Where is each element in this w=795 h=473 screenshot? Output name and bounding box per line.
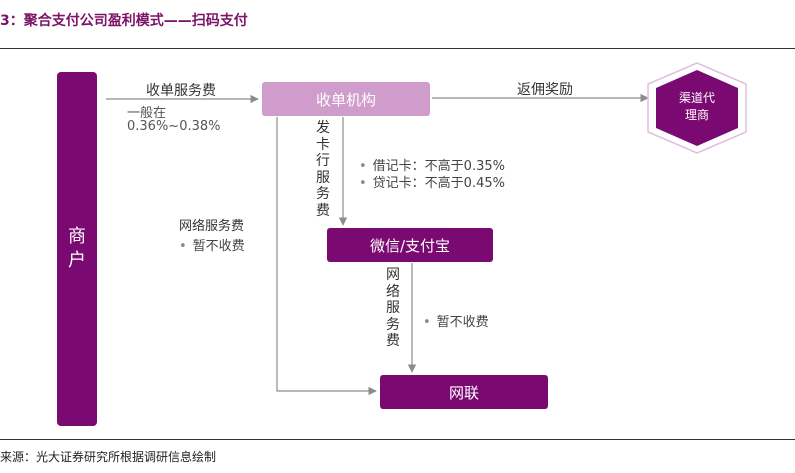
- rebate-label: 返佣奖励: [517, 82, 573, 98]
- bullet-text: 暂不收费: [436, 315, 489, 330]
- bullet-dot: •: [359, 176, 367, 191]
- network-fee-char: 络: [386, 283, 400, 300]
- network-fee-vertical-bullet: • 暂不收费: [423, 311, 489, 330]
- acquiring-fee-detail-2: 0.36%~0.38%: [127, 119, 221, 134]
- acquirer-node: 收单机构: [262, 82, 430, 116]
- agent-node-label: 渠道代 理商: [656, 90, 738, 124]
- merchant-node: 商 户: [57, 72, 97, 426]
- issuer-fee-bullet-debit: • 借记卡：不高于0.35%: [359, 155, 505, 174]
- issuer-fee-char: 费: [316, 202, 330, 219]
- bullet-text: 贷记卡：不高于0.45%: [372, 176, 505, 191]
- bullet-dot: •: [423, 315, 431, 330]
- issuer-fee-char: 务: [316, 186, 330, 202]
- source-note: 来源：光大证券研究所根据调研信息绘制: [0, 450, 217, 464]
- wechat-alipay-node: 微信/支付宝: [327, 228, 493, 262]
- figure-title: 3：聚合支付公司盈利模式——扫码支付: [0, 13, 248, 29]
- issuer-fee-vertical-label: 发 卡 行 服 务 费: [315, 120, 331, 219]
- network-fee-char: 网: [386, 267, 400, 283]
- acquiring-fee-label: 收单服务费: [146, 83, 216, 99]
- agent-label-line-1: 渠道代: [678, 91, 715, 105]
- issuer-fee-bullet-credit: • 贷记卡：不高于0.45%: [359, 172, 505, 191]
- issuer-fee-char: 服: [316, 169, 330, 186]
- acquiring-fee-detail-1: 一般在: [127, 106, 167, 121]
- issuer-fee-char: 卡: [316, 136, 330, 153]
- network-fee-char: 务: [386, 316, 400, 333]
- network-fee-label: 网络服务费: [179, 219, 245, 234]
- agent-hexagon: [656, 70, 738, 146]
- network-fee-char: 费: [386, 333, 400, 349]
- agent-hexagon-outline: [647, 62, 747, 154]
- network-fee-bullet: • 暂不收费: [179, 235, 245, 254]
- merchant-char-1: 商: [68, 226, 86, 247]
- network-fee-char: 服: [386, 300, 400, 316]
- bottom-rule: [0, 439, 795, 440]
- bullet-text: 暂不收费: [192, 239, 245, 254]
- merchant-char-2: 户: [68, 250, 86, 271]
- bullet-dot: •: [359, 159, 367, 174]
- issuer-fee-char: 行: [316, 153, 330, 169]
- top-rule: [0, 48, 795, 49]
- network-fee-vertical-label: 网 络 服 务 费: [385, 267, 401, 350]
- bullet-text: 借记卡：不高于0.35%: [372, 159, 505, 174]
- arrow-acquirer-to-netunion: [276, 117, 377, 396]
- netunion-node: 网联: [380, 375, 548, 409]
- issuer-fee-char: 发: [316, 120, 330, 136]
- bullet-dot: •: [179, 239, 187, 254]
- agent-label-line-2: 理商: [684, 108, 709, 122]
